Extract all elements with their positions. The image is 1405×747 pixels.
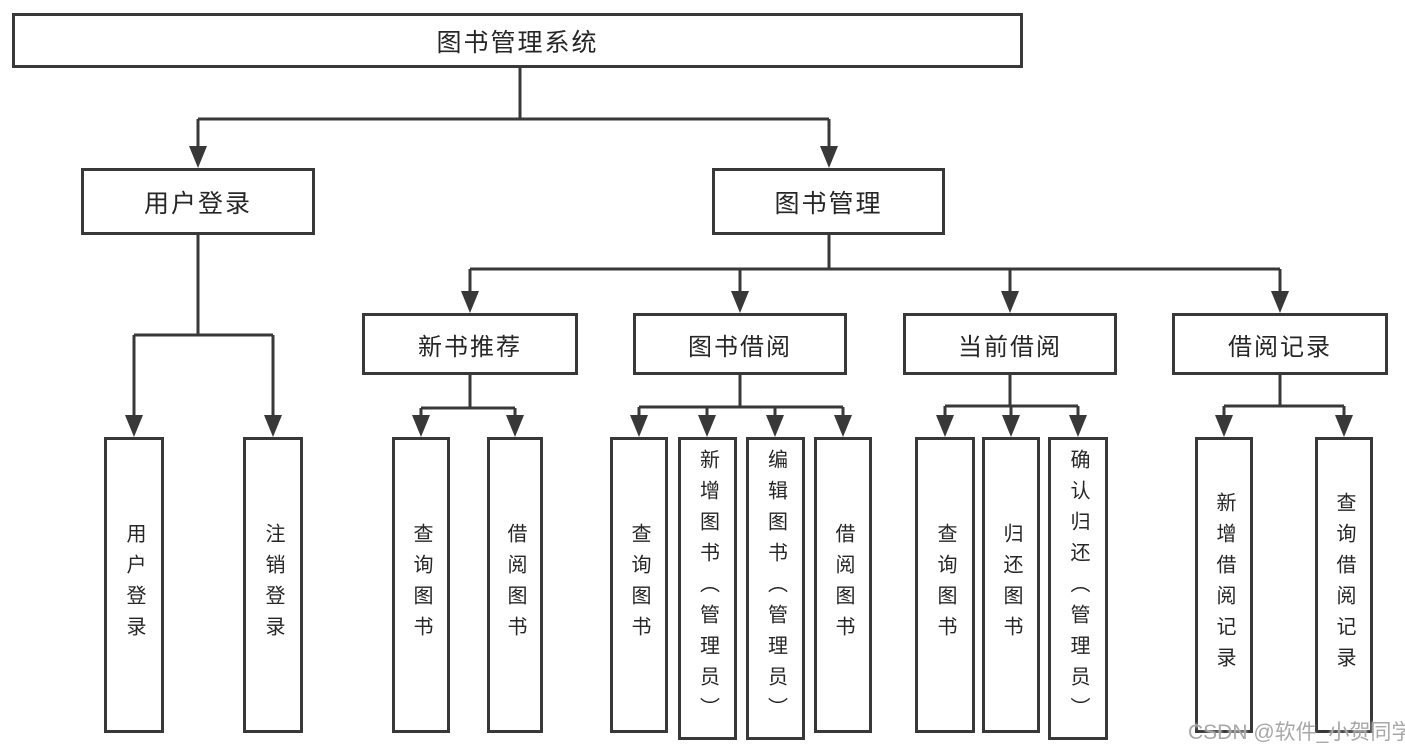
- leaf-bookborrow-add-admin-label: 新增图书（管理员）: [696, 449, 719, 728]
- arrowhead-icon: [834, 415, 852, 437]
- leaf-current-query-label: 查询图书: [934, 523, 956, 647]
- node-new-book-recommend-label: 新书推荐: [418, 333, 522, 361]
- arrowhead-icon: [1271, 291, 1289, 313]
- leaf-current-return-label: 归还图书: [1000, 523, 1022, 647]
- node-user-login-label: 用户登录: [143, 189, 252, 218]
- arrowhead-icon: [189, 146, 207, 168]
- leaf-records-query-label: 查询借阅记录: [1333, 492, 1355, 678]
- node-borrow-records: 借阅记录: [1172, 313, 1388, 375]
- leaf-records-query: 查询借阅记录: [1315, 437, 1373, 733]
- arrowhead-icon: [1069, 415, 1087, 437]
- leaf-bookborrow-add-admin: 新增图书（管理员）: [678, 437, 737, 740]
- arrowhead-icon: [820, 146, 838, 168]
- leaf-bookborrow-borrow-label: 借阅图书: [832, 523, 854, 647]
- leaf-newbooks-query-label: 查询图书: [410, 523, 432, 647]
- node-user-login: 用户登录: [81, 168, 315, 235]
- arrowhead-icon: [766, 415, 784, 437]
- arrowhead-icon: [630, 415, 648, 437]
- arrowhead-icon: [1001, 291, 1019, 313]
- node-borrow-records-label: 借阅记录: [1228, 333, 1332, 361]
- arrowhead-icon: [731, 291, 749, 313]
- node-book-management: 图书管理: [712, 168, 945, 235]
- node-book-management-label: 图书管理: [774, 189, 883, 218]
- arrowhead-icon: [412, 415, 430, 437]
- leaf-records-add: 新增借阅记录: [1195, 437, 1253, 733]
- node-library-system-label: 图书管理系统: [436, 28, 599, 57]
- node-new-book-recommend: 新书推荐: [362, 313, 578, 375]
- arrowhead-icon: [506, 415, 524, 437]
- node-book-borrow: 图书借阅: [633, 313, 847, 375]
- leaf-bookborrow-query-label: 查询图书: [628, 523, 650, 647]
- arrowhead-icon: [698, 415, 716, 437]
- arrowhead-icon: [1002, 415, 1020, 437]
- leaf-current-confirm-admin: 确认归还（管理员）: [1048, 437, 1108, 740]
- leaf-bookborrow-edit-admin: 编辑图书（管理员）: [746, 437, 805, 740]
- leaf-user-login-label: 用户登录: [123, 523, 145, 647]
- node-library-system: 图书管理系统: [12, 13, 1023, 68]
- leaf-logout: 注销登录: [243, 437, 303, 733]
- leaf-user-login: 用户登录: [104, 437, 164, 733]
- node-current-borrow-label: 当前借阅: [958, 333, 1062, 361]
- node-book-borrow-label: 图书借阅: [688, 333, 792, 361]
- leaf-newbooks-borrow-label: 借阅图书: [504, 523, 526, 647]
- leaf-current-return: 归还图书: [982, 437, 1040, 733]
- leaf-newbooks-borrow: 借阅图书: [487, 437, 543, 733]
- arrowhead-icon: [1215, 415, 1233, 437]
- node-current-borrow: 当前借阅: [903, 313, 1117, 375]
- arrowhead-icon: [936, 415, 954, 437]
- leaf-bookborrow-query: 查询图书: [610, 437, 668, 733]
- arrowhead-icon: [1335, 415, 1353, 437]
- arrowhead-icon: [264, 415, 282, 437]
- leaf-bookborrow-borrow: 借阅图书: [814, 437, 872, 733]
- leaf-logout-label: 注销登录: [262, 523, 284, 647]
- leaf-bookborrow-edit-admin-label: 编辑图书（管理员）: [764, 449, 787, 728]
- watermark: CSDN @软件_小贺同学: [1188, 721, 1405, 744]
- arrowhead-icon: [125, 415, 143, 437]
- arrowhead-icon: [461, 291, 479, 313]
- leaf-current-confirm-admin-label: 确认归还（管理员）: [1067, 449, 1089, 728]
- leaf-current-query: 查询图书: [915, 437, 975, 733]
- leaf-newbooks-query: 查询图书: [392, 437, 450, 733]
- leaf-records-add-label: 新增借阅记录: [1213, 492, 1235, 678]
